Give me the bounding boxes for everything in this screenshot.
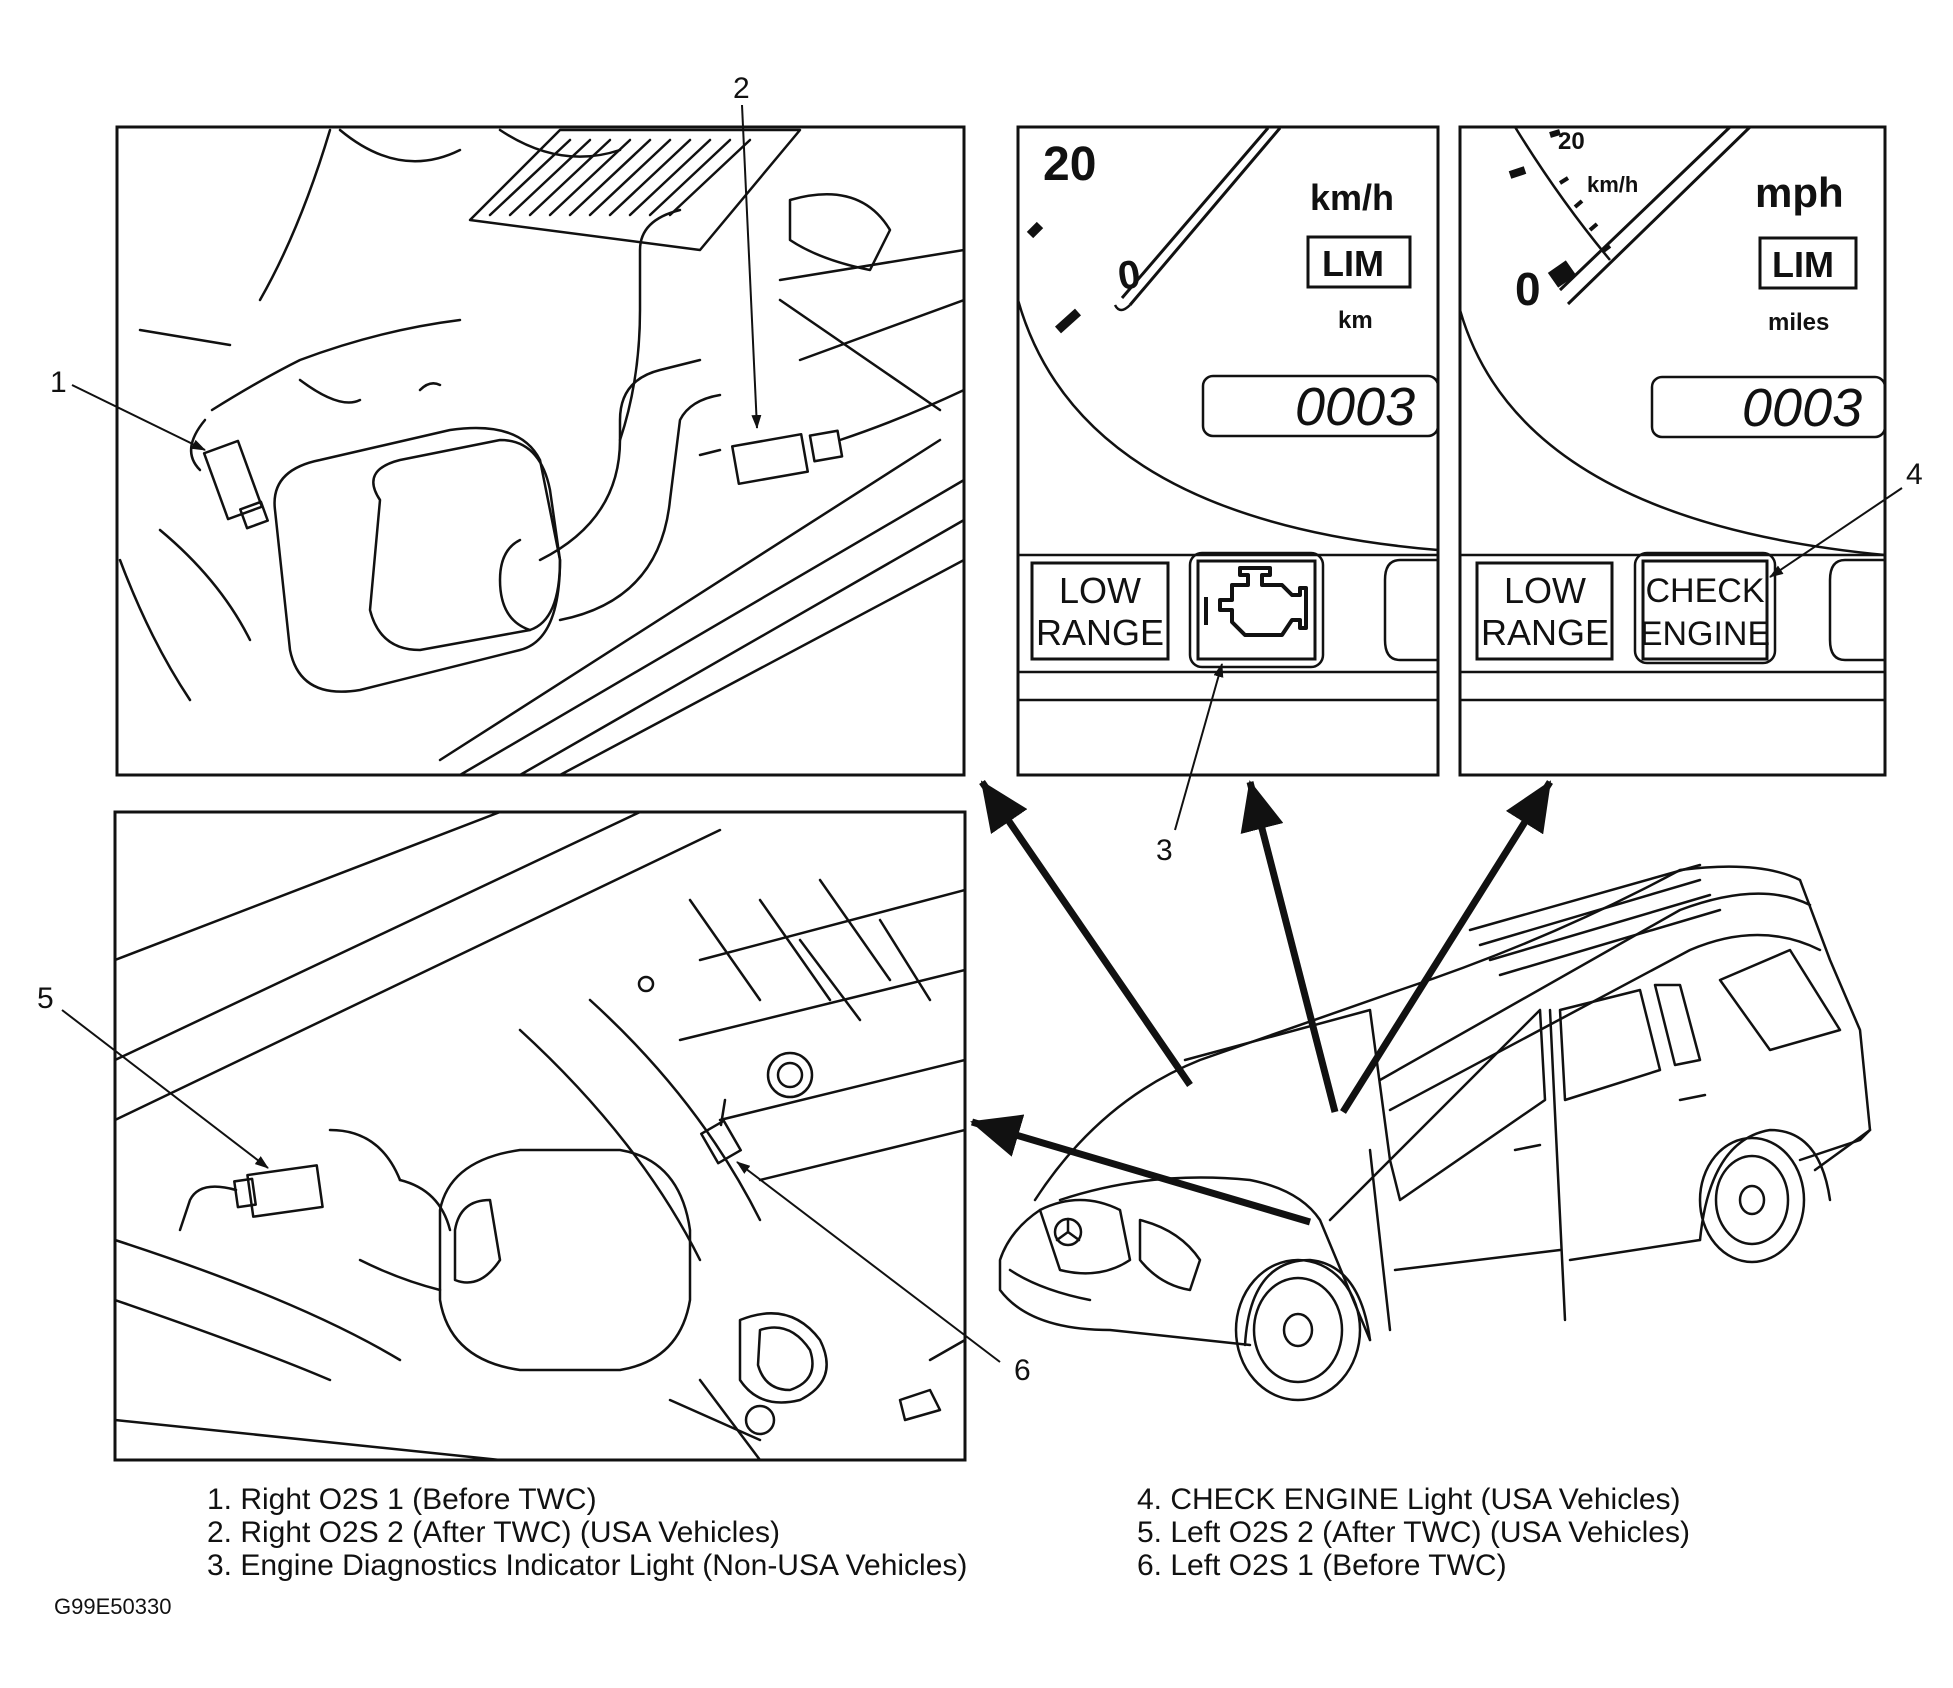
figure-id: G99E50330 — [54, 1594, 172, 1619]
callout-6: 6 — [1014, 1354, 1031, 1387]
lim-indicator: LIM — [1322, 243, 1384, 284]
callout-1: 1 — [50, 366, 67, 399]
speed-unit-label: km/h — [1310, 177, 1394, 218]
oxygen-sensor-icon — [699, 1098, 743, 1165]
check-engine-line1: CHECK — [1645, 572, 1764, 610]
instrument-cluster-metric: 20 0 km/h LIM km 0003 LOW RANGE — [1016, 125, 1440, 777]
check-engine-line2: ENGINE — [1640, 615, 1770, 653]
odometer-display: 0003 — [1295, 377, 1415, 437]
panel-left-exhaust — [113, 810, 967, 1462]
callout-3: 3 — [1156, 834, 1173, 867]
catalytic-converter-icon — [438, 1148, 692, 1372]
distance-unit-label: km — [1338, 307, 1373, 334]
small-unit-label: km/h — [1587, 172, 1638, 197]
speed-tick-label: 20 — [1043, 138, 1096, 191]
callout-4: 4 — [1906, 458, 1923, 491]
legend-item-1: 1. Right O2S 1 (Before TWC) — [207, 1483, 597, 1516]
oxygen-sensor-icon — [698, 388, 964, 486]
oxygen-sensor-icon — [178, 1164, 324, 1232]
legend-item-4: 4. CHECK ENGINE Light (USA Vehicles) — [1137, 1483, 1681, 1516]
legend-right: 4. CHECK ENGINE Light (USA Vehicles) 5. … — [1137, 1483, 1690, 1582]
callout-2: 2 — [733, 72, 750, 105]
speed-zero-label: 0 — [1515, 263, 1541, 315]
speed-tick-label: 20 — [1558, 128, 1585, 155]
low-range-line2: RANGE — [1481, 612, 1609, 653]
engine-icon — [1204, 566, 1308, 637]
low-range-line2: RANGE — [1036, 612, 1164, 653]
low-range-line1: LOW — [1059, 570, 1141, 611]
legend-item-3: 3. Engine Diagnostics Indicator Light (N… — [207, 1549, 968, 1582]
mercedes-star-icon — [1053, 1217, 1083, 1247]
callout-leaders — [61, 104, 1903, 1363]
legend-item-2: 2. Right O2S 2 (After TWC) (USA Vehicles… — [207, 1516, 780, 1549]
legend-item-6: 6. Left O2S 1 (Before TWC) — [1137, 1549, 1507, 1582]
distance-unit-label: miles — [1768, 309, 1829, 336]
vehicle-illustration — [998, 863, 1872, 1402]
wheel-icon — [1234, 1258, 1362, 1402]
callout-5: 5 — [37, 982, 54, 1015]
lim-indicator: LIM — [1772, 244, 1834, 285]
low-range-line1: LOW — [1504, 570, 1586, 611]
panel-right-exhaust — [115, 125, 966, 777]
catalytic-converter-icon — [273, 426, 562, 693]
needle-pivot — [1547, 260, 1577, 288]
legend-item-5: 5. Left O2S 2 (After TWC) (USA Vehicles) — [1137, 1516, 1690, 1549]
wheel-icon — [1698, 1136, 1806, 1264]
legend-left: 1. Right O2S 1 (Before TWC) 2. Right O2S… — [207, 1483, 967, 1582]
speed-unit-label: mph — [1755, 169, 1844, 216]
locator-arrows — [970, 780, 1553, 1226]
odometer-display: 0003 — [1742, 378, 1862, 438]
instrument-cluster-usa: 20 km/h 0 mph LIM miles 0003 LOW RANGE C… — [1458, 125, 1887, 777]
callout-numbers: 1 2 3 4 5 6 — [37, 72, 1923, 1387]
